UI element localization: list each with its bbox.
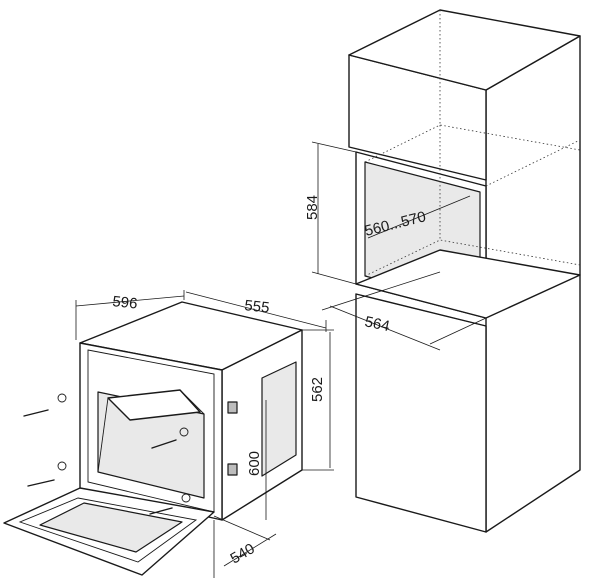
oven [3,301,303,576]
screw-icon [151,427,189,449]
dim-label-oven-body-height: 600 [246,451,263,476]
dim-label-cavity-height: 584 [304,195,321,220]
cabinet-shelf [355,249,581,319]
dim-label-cavity-depth: 564 [363,313,391,335]
oven-dimension-lines [75,290,334,578]
oven-cavity-back [107,389,201,421]
mounting-screws [23,393,189,515]
screw-icon [27,461,67,487]
screw-icon [23,393,67,417]
tall-cabinet [348,9,581,533]
dim-label-oven-depth: 555 [244,297,271,317]
oven-door-glass [39,502,183,553]
mount-bracket-top [227,401,238,414]
hinge-knob [181,493,191,503]
oven-side-recess [261,361,297,477]
dim-label-oven-width: 596 [112,293,139,313]
cabinet-dimension-lines [311,141,487,351]
dim-label-oven-body-depth: 540 [228,540,258,567]
screw-icon [149,507,173,515]
mount-bracket-bottom [227,463,238,476]
dim-label-oven-height: 562 [309,377,326,402]
